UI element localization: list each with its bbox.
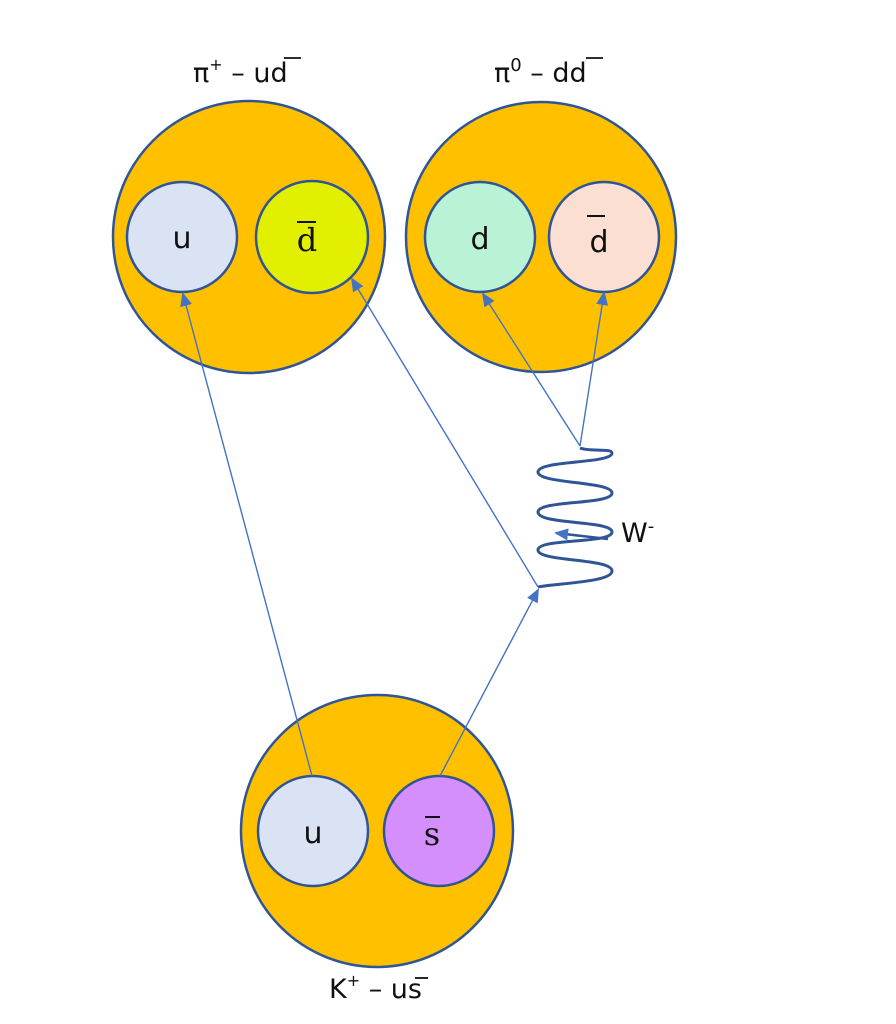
meson-label-pi-plus: π+ – ud bbox=[193, 55, 301, 89]
label-particle: π bbox=[193, 58, 209, 89]
flow-arrow-vertex-to-d-pi-zero bbox=[481, 292, 581, 447]
label-content: d bbox=[552, 58, 569, 89]
w-boson-direction-arrow bbox=[554, 528, 609, 541]
w-boson-wave bbox=[536, 446, 614, 589]
meson-body-pi-zero bbox=[404, 100, 678, 374]
meson-pi-zero: d d bbox=[404, 100, 678, 374]
label-content: u bbox=[253, 58, 270, 89]
quark-label: d bbox=[297, 221, 317, 259]
flow-arrow-u-to-pi-plus bbox=[180, 292, 313, 777]
meson-label-k-plus: K+ – us bbox=[329, 971, 428, 1005]
label-content-bar: d bbox=[270, 58, 287, 89]
boson-charge: - bbox=[648, 516, 655, 537]
quark-label: u bbox=[172, 221, 191, 256]
label-dash: – bbox=[360, 974, 391, 1005]
quark-label: d bbox=[589, 225, 608, 260]
quark-label: d bbox=[470, 222, 489, 257]
meson-k-plus: u s bbox=[239, 693, 515, 969]
w-boson-label: W- bbox=[621, 516, 654, 549]
quark-u-pi-plus bbox=[125, 180, 239, 294]
label-particle: π bbox=[494, 58, 510, 89]
quark-label: u bbox=[303, 816, 322, 851]
quark-label: s bbox=[424, 815, 440, 853]
svg-text:π+ – ud: π+ – ud bbox=[193, 55, 288, 89]
meson-label-pi-zero: π0 – dd bbox=[494, 55, 603, 89]
svg-text:π0 – dd: π0 – dd bbox=[494, 55, 587, 89]
meson-pi-plus: u d bbox=[111, 99, 387, 375]
flow-arrow-vertex-to-dbar-pi-plus bbox=[350, 277, 539, 588]
label-dash: – bbox=[223, 58, 254, 89]
label-dash: – bbox=[522, 58, 553, 89]
boson-name: W bbox=[621, 518, 648, 549]
label-charge: 0 bbox=[510, 55, 521, 76]
label-charge: + bbox=[347, 971, 360, 990]
quark-sbar-k-plus bbox=[382, 774, 496, 888]
label-charge: + bbox=[209, 55, 222, 74]
label-content-bar: d bbox=[570, 58, 587, 89]
label-content: u bbox=[391, 974, 408, 1005]
flow-arrow-sbar-to-vertex bbox=[439, 588, 539, 777]
quark-dbar-pi-plus bbox=[254, 179, 370, 295]
svg-text:K+ – us: K+ – us bbox=[329, 971, 422, 1005]
label-content-bar: s bbox=[408, 974, 422, 1005]
quark-u-k-plus bbox=[256, 774, 370, 888]
quark-d-pi-zero bbox=[423, 180, 537, 294]
label-particle: K bbox=[329, 974, 348, 1005]
flow-arrow-vertex-to-dbar-pi-zero bbox=[579, 291, 609, 447]
